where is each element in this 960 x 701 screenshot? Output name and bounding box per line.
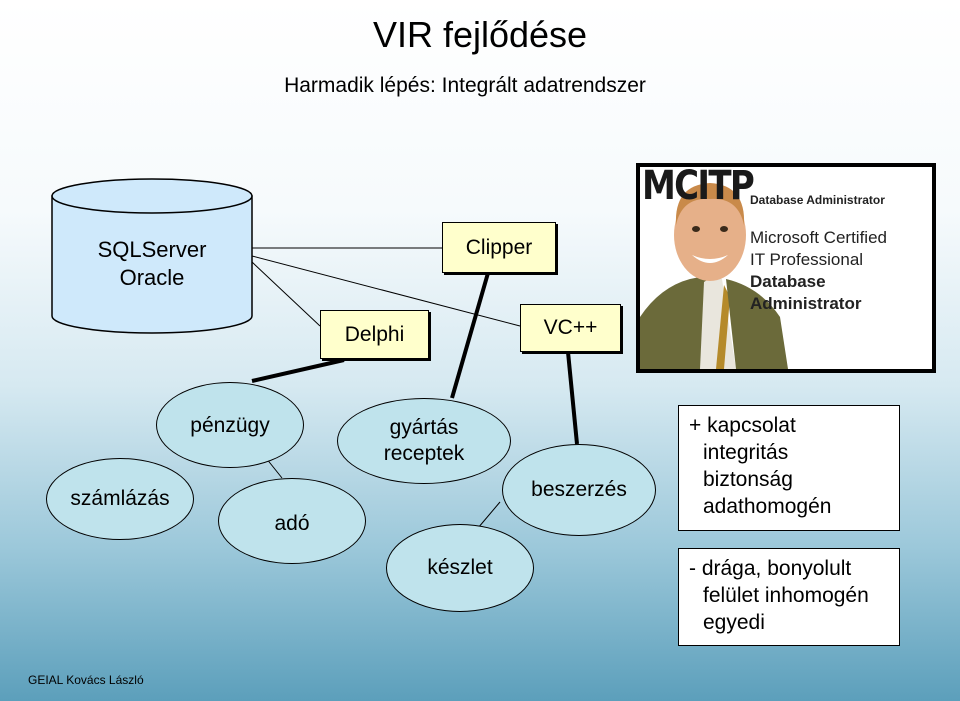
connector-clipper-gyartas [450,272,490,399]
pros-line-4: adathomogén [703,495,832,518]
pros-line-2: integritás [703,441,789,464]
mcitp-cert-line3: Database Administrator [750,272,862,313]
cons-box: - drága, bonyolult felület inhomogén egy… [678,548,900,646]
tool-box-vcpp: VC++ [520,304,621,352]
module-gyartas-line1: gyártás [389,416,459,439]
connector-vcpp-beszerzes [566,351,579,445]
database-label: SQLServer Oracle [52,236,252,292]
module-szamlazas: számlázás [46,458,194,540]
pros-line-1: + kapcsolat [689,414,796,437]
module-ado: adó [218,478,366,564]
mcitp-logo-text: MCITP [642,163,755,209]
database-cylinder [51,178,253,334]
slide-subtitle: Harmadik lépés: Integrált adatrendszer [284,74,646,97]
module-gyartas: gyártás receptek [337,398,511,484]
connector-delphi-penzugy [251,358,345,383]
mcitp-tag-text: Database Administrator [750,193,885,207]
mcitp-cert-line2: IT Professional [750,250,864,269]
module-beszerzes: beszerzés [502,444,656,536]
module-keszlet: készlet [386,524,534,612]
tool-box-delphi: Delphi [320,310,429,359]
pros-box: + kapcsolat integritás biztonság adathom… [678,405,900,531]
tool-box-clipper: Clipper [442,222,556,273]
connector-beszerzes-keszlet [477,501,501,529]
mcitp-badge-image: MCITP Database Administrator Microsoft C… [636,163,936,373]
slide-title: VIR fejlődése [372,14,588,55]
slide-footer: GEIAL Kovács László [28,673,144,687]
connector-db-delphi [251,261,321,327]
module-penzugy: pénzügy [156,382,304,468]
mcitp-cert-line1: Microsoft Certified [750,228,887,247]
cons-line-2: felület inhomogén [703,584,869,607]
mcitp-cert-text: Microsoft Certified IT Professional Data… [750,227,932,315]
database-label-sqlserver: SQLServer [97,237,207,262]
database-label-oracle: Oracle [119,265,185,290]
cons-line-1: - drága, bonyolult [689,557,852,580]
pros-line-3: biztonság [703,468,793,491]
cons-line-3: egyedi [703,611,765,634]
person-illustration [640,183,788,369]
module-gyartas-line2: receptek [383,442,465,465]
